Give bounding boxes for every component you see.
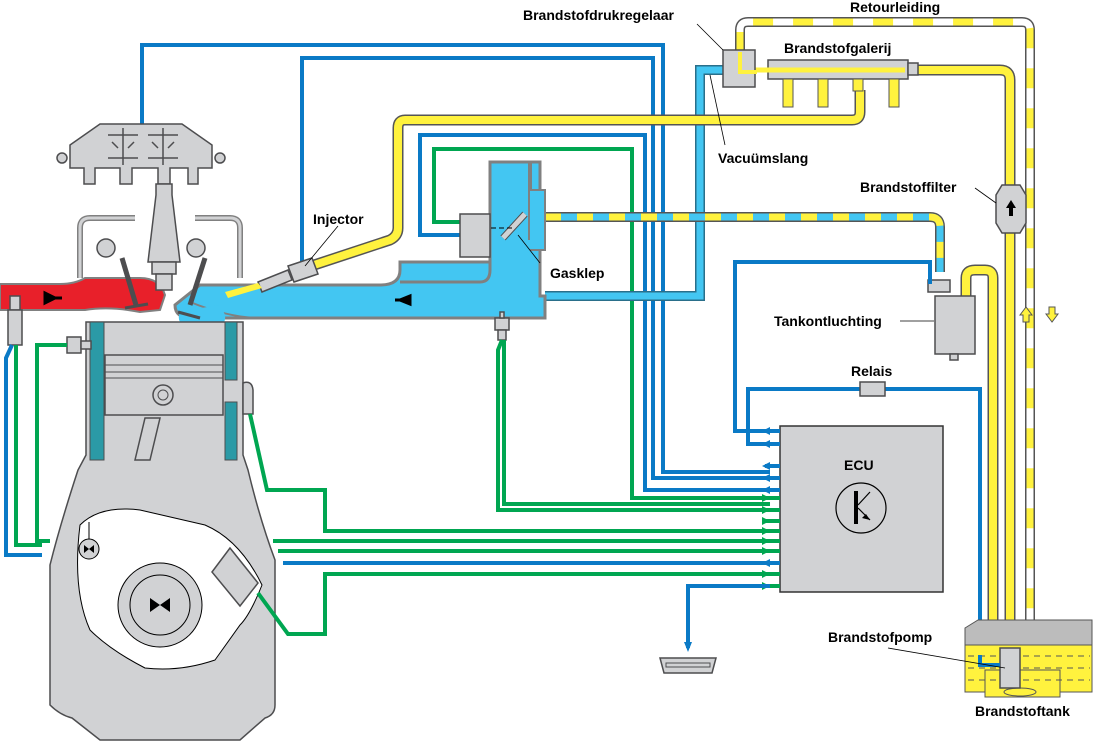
label-canister: Tankontluchting bbox=[774, 313, 882, 329]
label-fuel-pump: Brandstofpomp bbox=[828, 629, 932, 645]
label-pressure-regulator: Brandstofdrukregelaar bbox=[523, 7, 674, 23]
lambda-wire-green bbox=[14, 345, 42, 547]
label-fuel-rail: Brandstofgalerij bbox=[784, 40, 891, 56]
label-return-line: Retourleiding bbox=[850, 0, 940, 15]
obd-diagnostic-connector[interactable] bbox=[659, 657, 717, 674]
ecu-output-arrow-icon bbox=[762, 486, 770, 494]
ecu[interactable] bbox=[779, 425, 944, 593]
knock-sensor[interactable] bbox=[242, 381, 254, 415]
ecu-input-arrow-icon bbox=[762, 527, 770, 535]
exhaust-manifold bbox=[0, 277, 167, 314]
fuel-pump-relay[interactable] bbox=[859, 381, 886, 397]
crankshaft-sensor-wire bbox=[256, 572, 770, 636]
relay-wire bbox=[746, 387, 982, 657]
throttle-valve[interactable] bbox=[475, 211, 528, 241]
knock-sensor-wire bbox=[248, 413, 770, 533]
label-injector: Injector bbox=[313, 211, 364, 227]
fuel-filter[interactable] bbox=[995, 184, 1027, 234]
ecu-input-arrow-icon bbox=[762, 494, 770, 502]
fuel-supply-line bbox=[915, 64, 1016, 672]
canister-purge-valve[interactable] bbox=[927, 279, 976, 361]
canister-purge-line bbox=[545, 212, 945, 272]
ecu-input-arrow-icon bbox=[762, 570, 770, 578]
label-relay: Relais bbox=[851, 363, 892, 379]
fuel-supply-arrow-up-icon bbox=[1019, 306, 1033, 323]
ecu-connector-pins bbox=[762, 427, 780, 590]
fuel-injector[interactable] bbox=[225, 257, 319, 298]
ignition-coil-wire bbox=[140, 43, 770, 474]
ecu-output-arrow-icon bbox=[762, 474, 770, 482]
ecu-input-arrow-icon bbox=[762, 537, 770, 545]
canister-valve-wire bbox=[733, 260, 932, 433]
coolant-sensor-wire bbox=[35, 343, 67, 543]
lambda-wire-blue bbox=[4, 344, 42, 557]
fuel-pump-wire bbox=[978, 655, 1000, 667]
coolant-temp-sensor[interactable] bbox=[66, 336, 92, 354]
label-throttle-valve: Gasklep bbox=[550, 265, 604, 281]
engine-block bbox=[49, 321, 276, 741]
fuel-rail[interactable] bbox=[752, 59, 919, 108]
fuel-return-arrow-down-icon bbox=[1045, 306, 1059, 323]
spark-plug bbox=[147, 183, 181, 291]
ecu-output-arrow-icon bbox=[762, 559, 770, 567]
intake-air-sensor[interactable] bbox=[494, 311, 510, 341]
ecu-input-arrow-icon bbox=[762, 547, 770, 555]
label-fuel-filter: Brandstoffilter bbox=[860, 179, 957, 195]
return-line bbox=[735, 17, 1035, 680]
throttle-actuator-wires bbox=[418, 133, 770, 500]
ecu-input-arrow-icon bbox=[762, 506, 770, 514]
ecu-output-arrow-icon bbox=[762, 462, 770, 470]
diagnostic-wire bbox=[686, 584, 770, 648]
fuel-tank bbox=[964, 619, 1093, 698]
ignition-coil[interactable] bbox=[56, 123, 226, 185]
canister-tank-line bbox=[960, 264, 999, 672]
injector-fuel-line bbox=[303, 90, 866, 274]
fuel-pump[interactable] bbox=[999, 647, 1021, 689]
cylinder-head bbox=[77, 215, 243, 325]
ecu-input-arrow-icon bbox=[762, 517, 770, 525]
label-ecu: ECU bbox=[844, 457, 874, 473]
injector-wire bbox=[300, 56, 770, 480]
throttle-actuator[interactable] bbox=[459, 213, 491, 258]
vacuum-hose bbox=[545, 65, 730, 301]
lambda-sensor[interactable] bbox=[7, 295, 23, 346]
crankshaft-sensor[interactable] bbox=[211, 546, 259, 608]
label-fuel-tank: Brandstoftank bbox=[975, 703, 1070, 719]
label-vacuum-hose: Vacuümslang bbox=[718, 150, 808, 166]
leader-lines bbox=[304, 23, 1006, 669]
intake-sensor-wire-2 bbox=[502, 340, 770, 506]
ecu-output-arrow-icon bbox=[762, 427, 770, 435]
intake-sensor-wire bbox=[496, 339, 770, 512]
fuel-pressure-regulator[interactable] bbox=[722, 49, 757, 88]
ecu-output-arrow-icon bbox=[762, 440, 770, 448]
